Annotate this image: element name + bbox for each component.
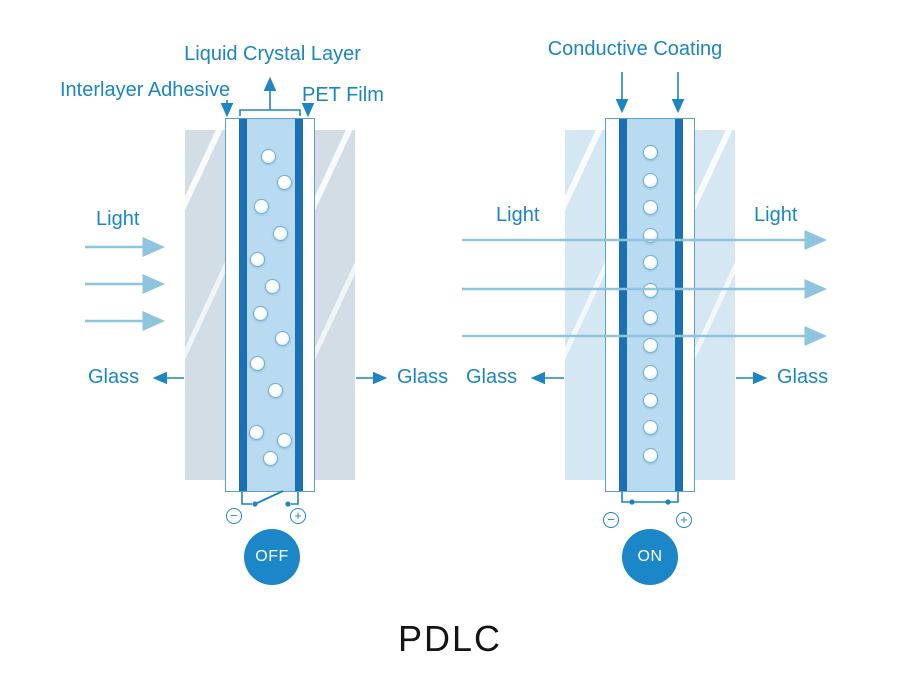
glass-pane-right-off <box>315 130 355 480</box>
positive-terminal-off: + <box>290 508 306 524</box>
lc-droplet <box>642 419 658 435</box>
light-label-off: Light <box>96 208 140 230</box>
lc-droplet <box>642 254 658 270</box>
negative-terminal-off: − <box>226 508 242 524</box>
lc-droplet <box>272 225 288 241</box>
page-title: PDLC <box>397 618 503 659</box>
lc-droplet <box>642 364 658 380</box>
light-label-on-left: Light <box>496 204 540 226</box>
negative-terminal-on: − <box>603 512 619 528</box>
switch-terminal-dot <box>285 501 291 507</box>
lc-droplet <box>276 174 292 190</box>
lc-droplet <box>642 282 658 298</box>
conductive-coating-label: Conductive Coating <box>547 38 723 60</box>
circuit-wire <box>241 492 252 505</box>
lc-droplet <box>276 432 292 448</box>
lc-droplet <box>642 172 658 188</box>
switch-terminal-dot <box>629 499 635 505</box>
lc-droplet <box>267 382 283 398</box>
conductive-coating-layer <box>619 119 627 491</box>
switch-terminal-dot <box>665 499 671 505</box>
glass-label-off-right: Glass <box>397 366 449 388</box>
lc-droplet <box>262 450 278 466</box>
liquid-crystal-layer-label: Liquid Crystal Layer <box>184 43 361 65</box>
lc-droplet <box>264 278 280 294</box>
lc-droplet <box>642 392 658 408</box>
lc-droplet <box>274 330 290 346</box>
pet-film-label: PET Film <box>302 84 384 106</box>
circuit-wire <box>621 492 679 503</box>
glass-label-off-left: Glass <box>88 366 140 388</box>
light-label-on-right: Light <box>754 204 798 226</box>
state-badge-off: OFF <box>244 529 300 585</box>
light-arrows-off <box>85 237 165 331</box>
glass-pane-left-on <box>565 130 605 480</box>
glass-label-on-left: Glass <box>466 366 518 388</box>
lc-layer-bracket <box>239 109 301 116</box>
lc-droplet <box>249 355 265 371</box>
conductive-coating-layer <box>675 119 683 491</box>
glass-pane-left-off <box>185 130 225 480</box>
lc-droplet <box>642 144 658 160</box>
lc-droplet <box>252 305 268 321</box>
lc-droplet <box>260 148 276 164</box>
lc-droplet <box>642 227 658 243</box>
circuit-on <box>621 492 679 505</box>
pdlc-film-off <box>225 118 315 492</box>
state-badge-on: ON <box>622 529 678 585</box>
lc-droplet <box>248 424 264 440</box>
lc-droplet <box>642 309 658 325</box>
positive-terminal-on: + <box>676 512 692 528</box>
interlayer-adhesive-label: Interlayer Adhesive <box>60 79 231 101</box>
circuit-wire <box>291 492 299 505</box>
glass-pane-right-on <box>695 130 735 480</box>
lc-droplet <box>249 251 265 267</box>
lc-droplet <box>642 199 658 215</box>
glass-label-on-right: Glass <box>777 366 829 388</box>
lc-droplet <box>253 198 269 214</box>
circuit-off <box>241 490 299 507</box>
switch-lever-open <box>254 490 284 505</box>
conductive-coating-layer <box>295 119 303 491</box>
lc-droplet <box>642 447 658 463</box>
switch-terminal-dot <box>252 501 258 507</box>
lc-droplet <box>642 337 658 353</box>
conductive-coating-layer <box>239 119 247 491</box>
